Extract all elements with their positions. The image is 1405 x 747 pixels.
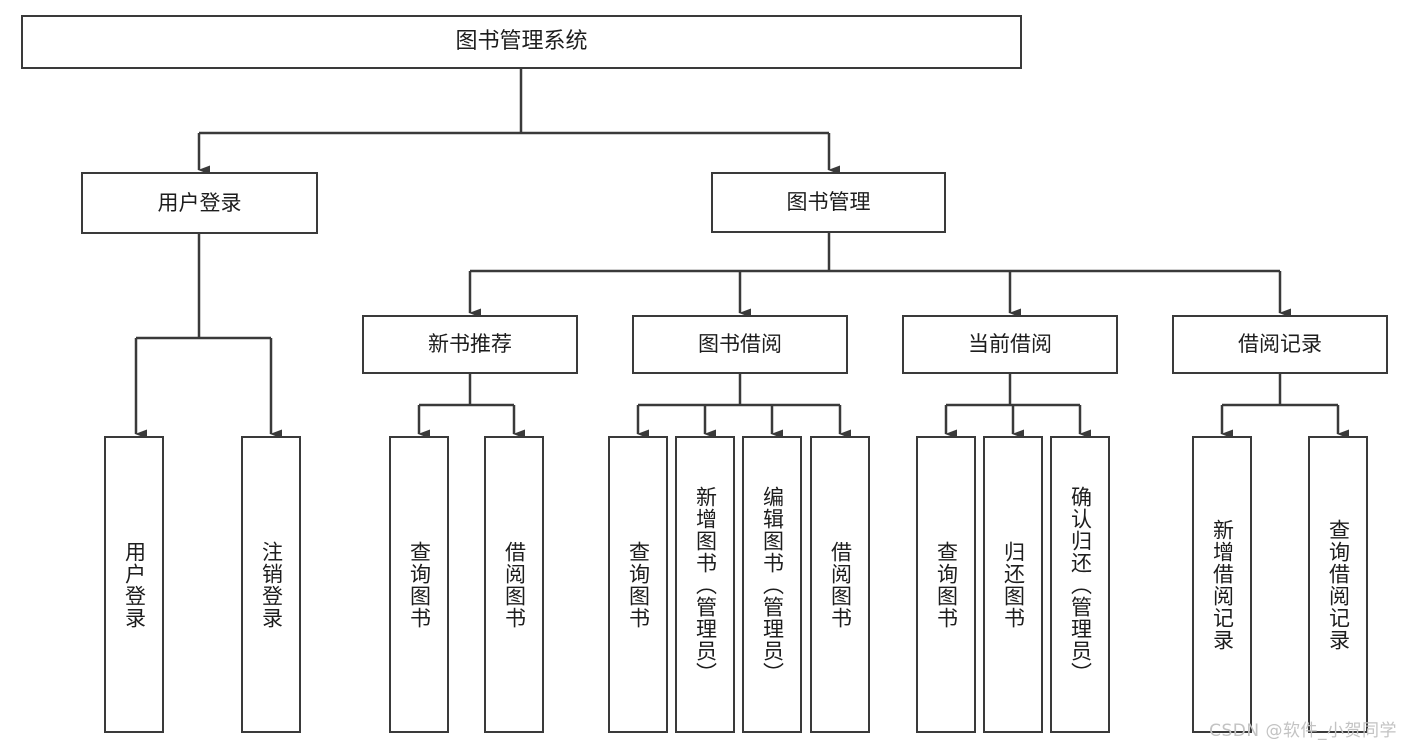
- node-label: 新增图书（管理员）: [693, 485, 718, 684]
- node-current-borrow[interactable]: 当前借阅: [902, 315, 1118, 374]
- node-label: 确认归还（管理员）: [1068, 485, 1093, 684]
- node-label: 编辑图书（管理员）: [760, 485, 785, 684]
- leaf-query-books-borrow[interactable]: 查询图书: [608, 436, 668, 733]
- leaf-query-books-current[interactable]: 查询图书: [916, 436, 976, 733]
- node-borrow-records[interactable]: 借阅记录: [1172, 315, 1388, 374]
- node-label: 用户登录: [122, 540, 147, 629]
- node-user-login[interactable]: 用户登录: [81, 172, 318, 234]
- node-book-borrow[interactable]: 图书借阅: [632, 315, 848, 374]
- node-new-book-recommend[interactable]: 新书推荐: [362, 315, 578, 374]
- node-label: 查询图书: [407, 540, 432, 629]
- leaf-user-login[interactable]: 用户登录: [104, 436, 164, 733]
- leaf-add-book-admin[interactable]: 新增图书（管理员）: [675, 436, 735, 733]
- node-label: 查询图书: [934, 540, 959, 629]
- node-label: 图书管理: [786, 190, 871, 215]
- node-label: 当前借阅: [968, 332, 1052, 357]
- node-label: 图书借阅: [698, 332, 782, 357]
- csdn-watermark: CSDN @软件_小贺同学: [1209, 721, 1397, 741]
- node-label: 查询图书: [626, 540, 651, 629]
- leaf-borrow-books[interactable]: 借阅图书: [810, 436, 870, 733]
- node-label: 借阅记录: [1238, 332, 1322, 357]
- node-label: 用户登录: [157, 190, 242, 215]
- node-root-system[interactable]: 图书管理系统: [21, 15, 1022, 69]
- node-label: 新书推荐: [428, 332, 512, 357]
- leaf-query-books-recommend[interactable]: 查询图书: [389, 436, 449, 733]
- leaf-return-books[interactable]: 归还图书: [983, 436, 1043, 733]
- leaf-logout[interactable]: 注销登录: [241, 436, 301, 733]
- leaf-confirm-return-admin[interactable]: 确认归还（管理员）: [1050, 436, 1110, 733]
- node-label: 新增借阅记录: [1210, 518, 1235, 651]
- node-label: 注销登录: [259, 540, 284, 629]
- leaf-borrow-books-recommend[interactable]: 借阅图书: [484, 436, 544, 733]
- node-book-management[interactable]: 图书管理: [711, 172, 946, 233]
- leaf-add-borrow-record[interactable]: 新增借阅记录: [1192, 436, 1252, 733]
- node-label: 借阅图书: [828, 540, 853, 629]
- node-label: 查询借阅记录: [1326, 518, 1351, 651]
- node-label: 借阅图书: [502, 540, 527, 629]
- node-label: 归还图书: [1001, 540, 1026, 629]
- leaf-edit-book-admin[interactable]: 编辑图书（管理员）: [742, 436, 802, 733]
- leaf-query-borrow-record[interactable]: 查询借阅记录: [1308, 436, 1368, 733]
- node-label: 图书管理系统: [455, 29, 588, 55]
